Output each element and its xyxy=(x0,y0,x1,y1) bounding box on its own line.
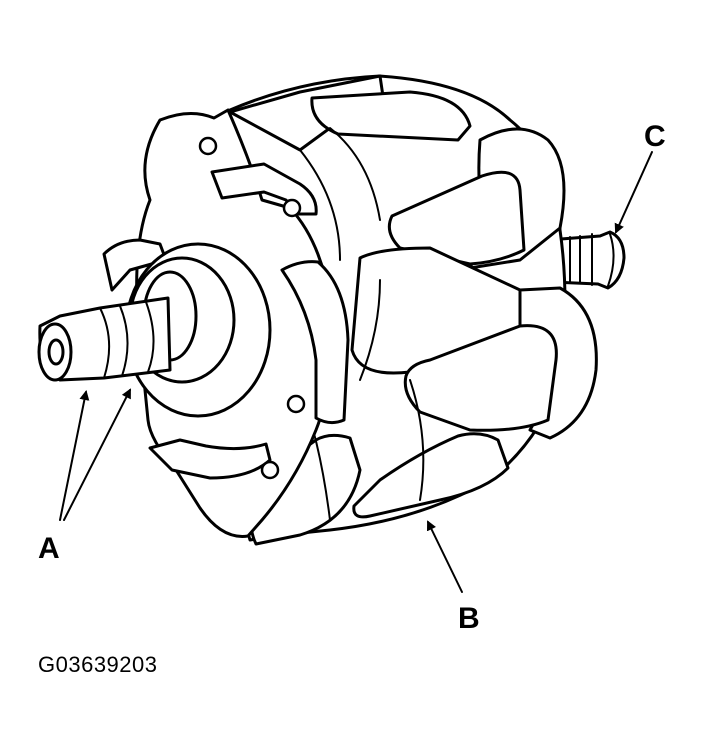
leader-a2 xyxy=(63,388,131,521)
callout-a: A xyxy=(38,532,60,565)
front-shaft xyxy=(37,296,172,382)
leader-a1 xyxy=(59,390,90,521)
figure-id: G03639203 xyxy=(38,652,158,677)
callout-b: B xyxy=(458,602,480,635)
callout-c: C xyxy=(644,120,666,153)
leader-b xyxy=(426,520,463,593)
rear-shaft xyxy=(546,230,626,290)
leader-c xyxy=(614,151,653,234)
